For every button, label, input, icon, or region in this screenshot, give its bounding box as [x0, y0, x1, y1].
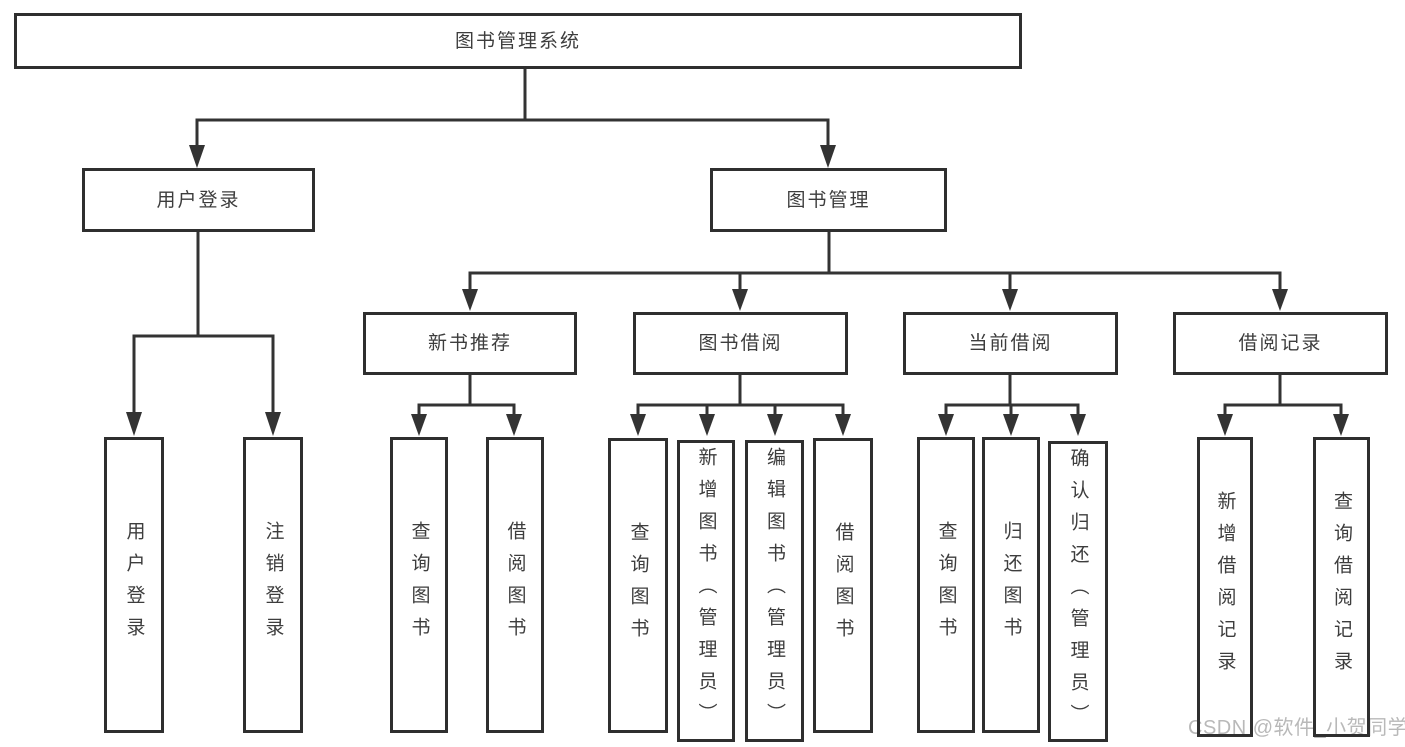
node-current-borrowing: 当前借阅 [903, 312, 1118, 375]
connector-current-borrowing-split [938, 375, 1086, 436]
leaf-confirm-return-admin: 确认归还（管理员） [1048, 441, 1108, 742]
leaf-logout: 注销登录 [243, 437, 303, 733]
leaf-query-books-recommend: 查询图书 [390, 437, 448, 733]
watermark: CSDN @软件_小贺同学 [1188, 717, 1405, 739]
node-new-book-recommend: 新书推荐 [363, 312, 577, 375]
leaf-query-books-current: 查询图书 [917, 437, 975, 733]
leaf-query-borrow-record: 查询借阅记录 [1313, 437, 1370, 737]
connector-user-login-split [126, 232, 281, 436]
connector-new-book-split [411, 375, 522, 436]
leaf-borrow-books-recommend: 借阅图书 [486, 437, 544, 733]
node-user-login: 用户登录 [82, 168, 315, 232]
leaf-borrow-books-borrowing: 借阅图书 [813, 438, 873, 733]
node-borrowing-records: 借阅记录 [1173, 312, 1388, 375]
leaf-add-borrow-record: 新增借阅记录 [1197, 437, 1253, 737]
connector-book-mgmt-split [462, 232, 1288, 311]
connector-borrowing-records-split [1217, 375, 1349, 436]
connector-book-borrowing-split [630, 375, 851, 436]
node-root: 图书管理系统 [14, 13, 1022, 69]
leaf-add-books-admin: 新增图书（管理员） [677, 440, 735, 742]
leaf-edit-books-admin: 编辑图书（管理员） [745, 440, 804, 742]
connector-root-split [189, 68, 836, 168]
leaf-return-books: 归还图书 [982, 437, 1040, 733]
leaf-user-login: 用户登录 [104, 437, 164, 733]
leaf-query-books-borrowing: 查询图书 [608, 438, 668, 733]
node-book-borrowing: 图书借阅 [633, 312, 848, 375]
node-book-management: 图书管理 [710, 168, 947, 232]
